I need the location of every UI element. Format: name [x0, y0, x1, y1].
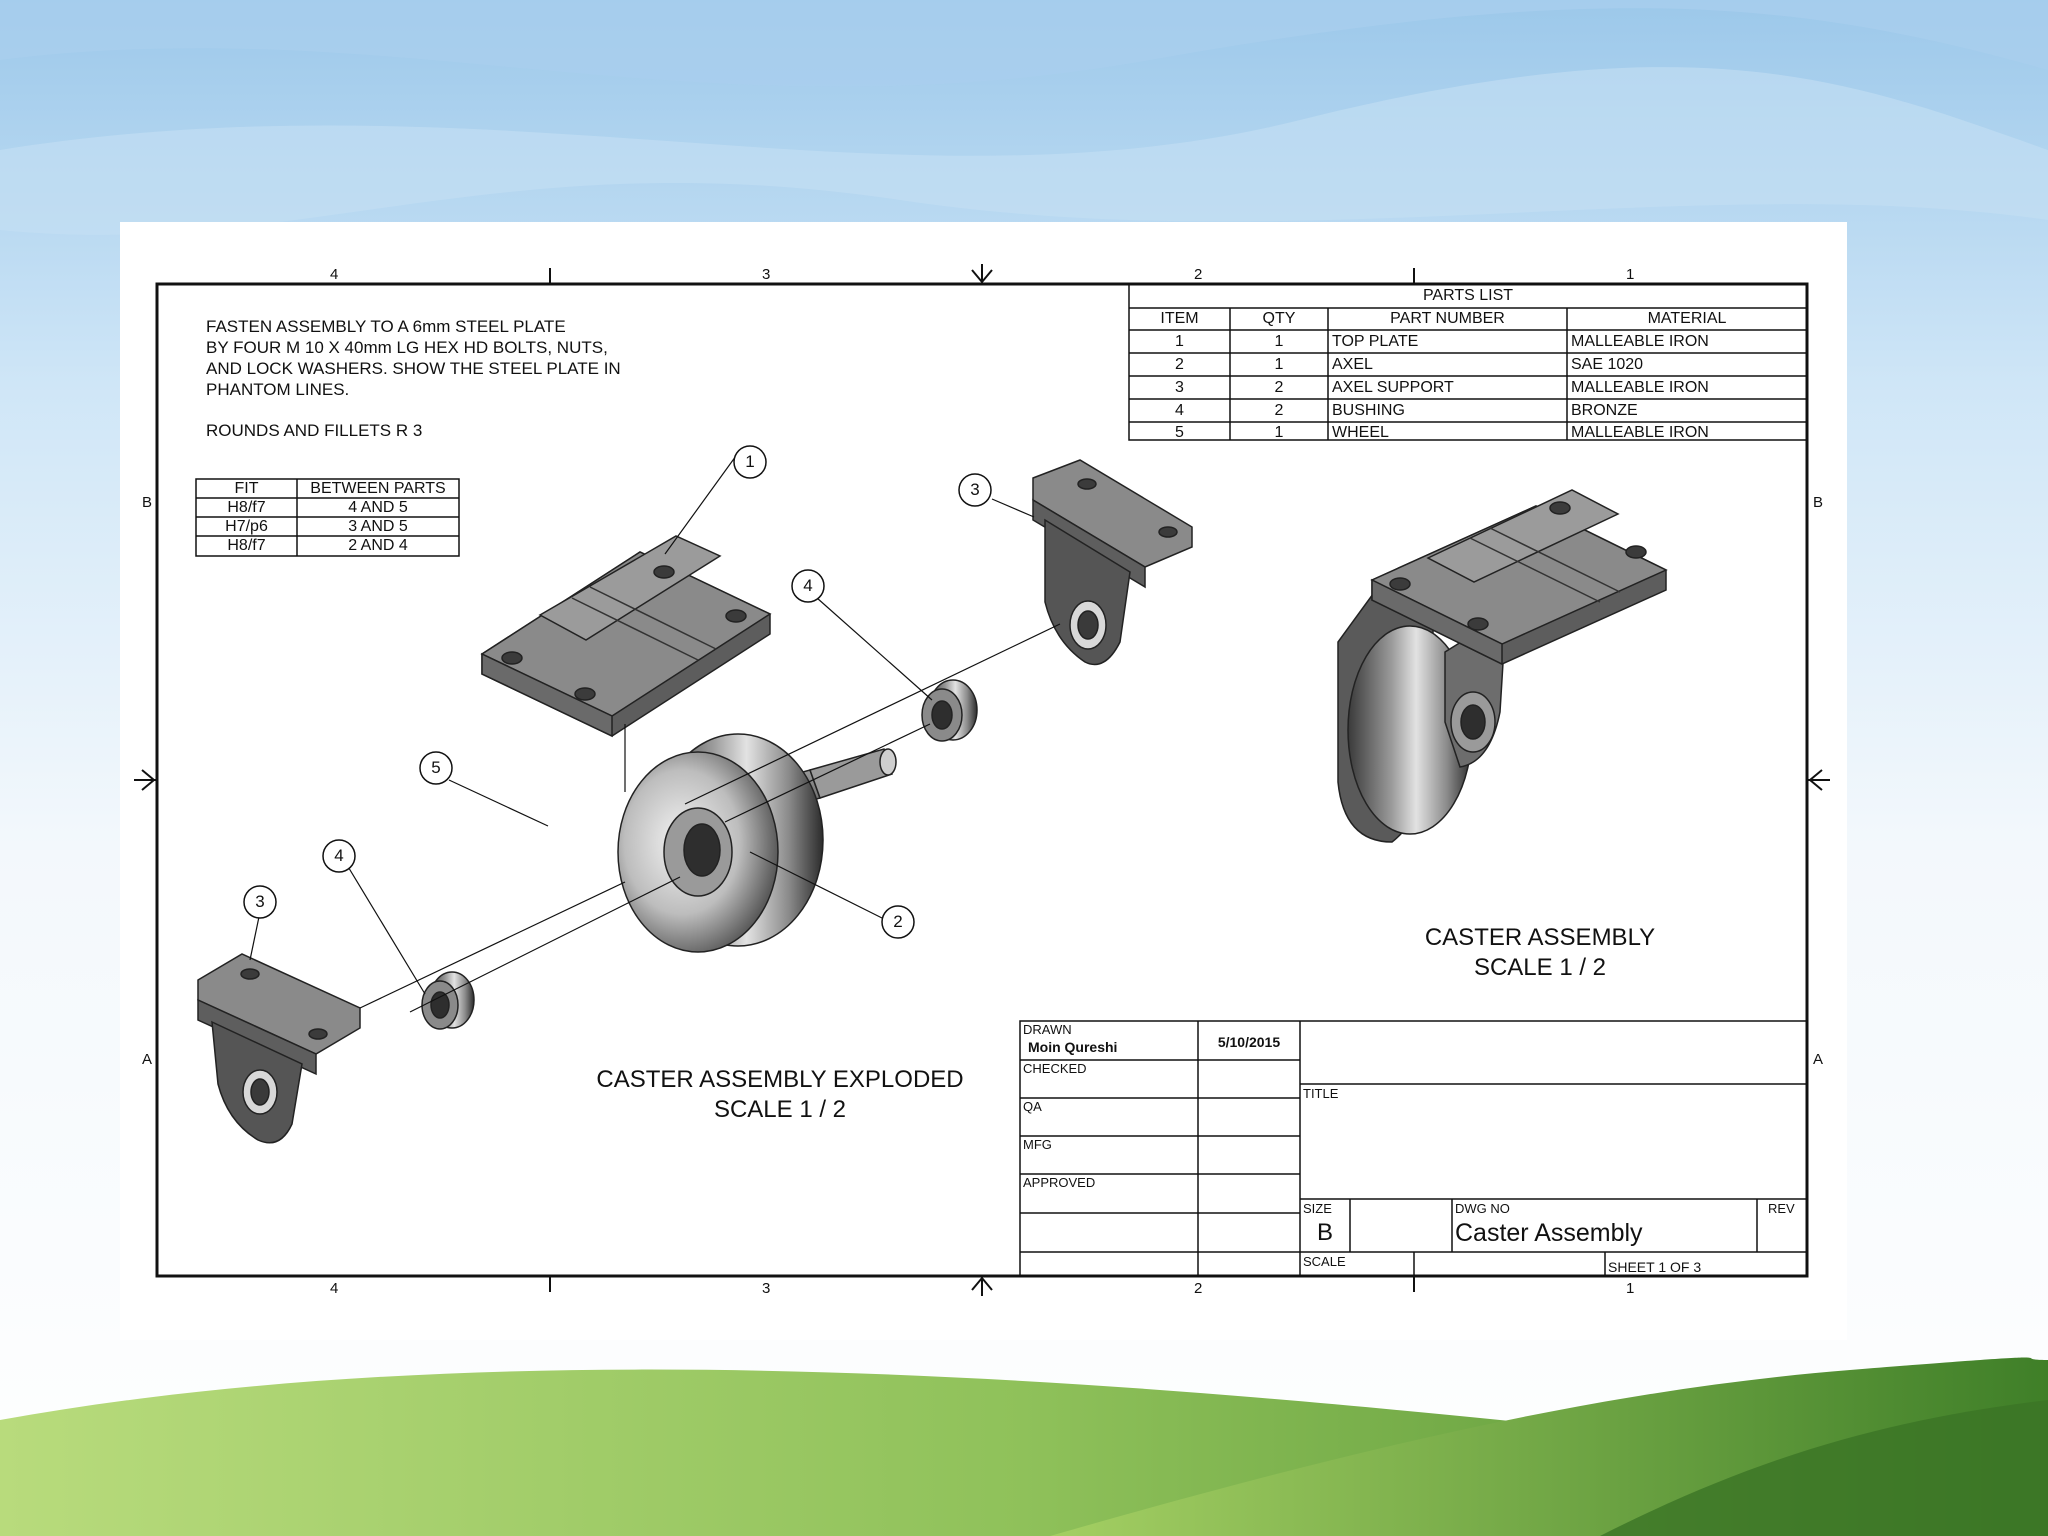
zone-col-1-bottom: 1	[1626, 1280, 1635, 1297]
tb-size-value: B	[1317, 1219, 1334, 1246]
parts-row-3-material: MALLEABLE IRON	[1571, 379, 1709, 396]
assembled-view-title: CASTER ASSEMBLY	[1424, 924, 1656, 951]
zone-col-3-top: 3	[762, 266, 771, 283]
parts-row-4-qty: 2	[1274, 402, 1284, 419]
tb-drawn-date: 5/10/2015	[1217, 1034, 1281, 1050]
zone-col-2-bottom: 2	[1194, 1280, 1203, 1297]
assembled-caster-view	[1337, 489, 1668, 843]
tb-scale-label: SCALE	[1303, 1254, 1346, 1269]
balloon-item-1: 1	[745, 452, 755, 471]
parts-row-2-material: SAE 1020	[1571, 356, 1644, 373]
zone-col-4-top: 4	[330, 266, 339, 283]
balloon-item-4-upper: 4	[803, 576, 813, 595]
zone-col-2-top: 2	[1194, 266, 1203, 283]
tb-checked-label: CHECKED	[1023, 1061, 1087, 1076]
parts-row-5-part: WHEEL	[1332, 424, 1389, 441]
top-plate-part	[480, 535, 772, 738]
parts-list-title: PARTS LIST	[1422, 287, 1514, 304]
fit-row-2-fit: H7/p6	[225, 518, 268, 535]
wheel-part	[617, 733, 824, 953]
parts-row-1-qty: 1	[1274, 333, 1284, 350]
tb-qa-label: QA	[1023, 1099, 1042, 1114]
axle-support-left-part	[197, 953, 361, 1144]
zone-col-3-bottom: 3	[762, 1280, 771, 1297]
fit-row-3-parts: 2 AND 4	[348, 537, 408, 554]
tb-mfg-label: MFG	[1023, 1137, 1052, 1152]
parts-header-item: ITEM	[1160, 310, 1199, 327]
parts-row-1-part: TOP PLATE	[1332, 333, 1419, 350]
tb-dwg-no-label: DWG NO	[1455, 1201, 1510, 1216]
parts-row-2-part: AXEL	[1332, 356, 1373, 373]
tb-drawn-name: Moin Qureshi	[1028, 1039, 1118, 1055]
parts-header-material: MATERIAL	[1647, 310, 1727, 327]
parts-row-5-item: 5	[1175, 424, 1184, 441]
parts-row-2-qty: 1	[1274, 356, 1284, 373]
parts-row-1-material: MALLEABLE IRON	[1571, 333, 1709, 350]
balloon-item-5: 5	[431, 758, 441, 777]
balloon-item-4-lower: 4	[334, 846, 344, 865]
fit-row-1-fit: H8/f7	[227, 499, 266, 516]
assembled-view-scale: SCALE 1 / 2	[1473, 954, 1607, 981]
tb-title-label: TITLE	[1303, 1086, 1339, 1101]
tb-sheet-label: SHEET 1 OF 3	[1608, 1259, 1702, 1275]
zone-col-4-bottom: 4	[330, 1280, 339, 1297]
zone-row-b-left: B	[142, 494, 153, 511]
balloon-item-2: 2	[893, 912, 903, 931]
parts-row-5-qty: 1	[1274, 424, 1284, 441]
rounds-note: ROUNDS AND FILLETS R 3	[206, 421, 423, 440]
parts-row-4-part: BUSHING	[1332, 402, 1405, 419]
parts-row-5-material: MALLEABLE IRON	[1571, 424, 1709, 441]
parts-row-4-item: 4	[1175, 402, 1184, 419]
balloon-item-3-right: 3	[970, 480, 980, 499]
exploded-view-scale: SCALE 1 / 2	[713, 1096, 847, 1123]
zone-col-1-top: 1	[1626, 266, 1635, 283]
parts-row-3-qty: 2	[1274, 379, 1284, 396]
parts-row-3-item: 3	[1175, 379, 1184, 396]
tb-approved-label: APPROVED	[1023, 1175, 1096, 1190]
fit-header-fit: FIT	[234, 480, 259, 497]
parts-row-4-material: BRONZE	[1571, 402, 1638, 419]
parts-row-2-item: 2	[1175, 356, 1184, 373]
zone-row-a-right: A	[1813, 1051, 1824, 1068]
zone-row-b-right: B	[1813, 494, 1824, 511]
fit-header-parts: BETWEEN PARTS	[310, 480, 446, 497]
zone-row-a-left: A	[142, 1051, 153, 1068]
fit-row-3-fit: H8/f7	[227, 537, 266, 554]
drawing-lines	[134, 264, 1830, 1296]
axle-support-right-part	[1032, 459, 1193, 666]
bushing-lower-part	[421, 971, 475, 1030]
tb-rev-label: REV	[1768, 1201, 1795, 1216]
assembly-note: FASTEN ASSEMBLY TO A 6mm STEEL PLATE BY …	[206, 317, 621, 399]
bushing-upper-part	[921, 679, 978, 742]
fit-row-2-parts: 3 AND 5	[348, 518, 408, 535]
parts-row-3-part: AXEL SUPPORT	[1332, 379, 1454, 396]
parts-header-qty: QTY	[1262, 310, 1296, 327]
parts-row-1-item: 1	[1175, 333, 1184, 350]
tb-drawn-label: DRAWN	[1023, 1022, 1072, 1037]
exploded-view-title: CASTER ASSEMBLY EXPLODED	[596, 1066, 964, 1093]
tb-size-label: SIZE	[1303, 1201, 1332, 1216]
tb-dwg-no-value: Caster Assembly	[1455, 1219, 1643, 1247]
balloon-item-3-left: 3	[255, 892, 265, 911]
fit-row-1-parts: 4 AND 5	[348, 499, 408, 516]
drawing-sheet: 4 3 2 1 4 3 2 1 B A B A FASTEN ASSEMBLY …	[120, 222, 1847, 1340]
parts-header-part-number: PART NUMBER	[1390, 310, 1505, 327]
